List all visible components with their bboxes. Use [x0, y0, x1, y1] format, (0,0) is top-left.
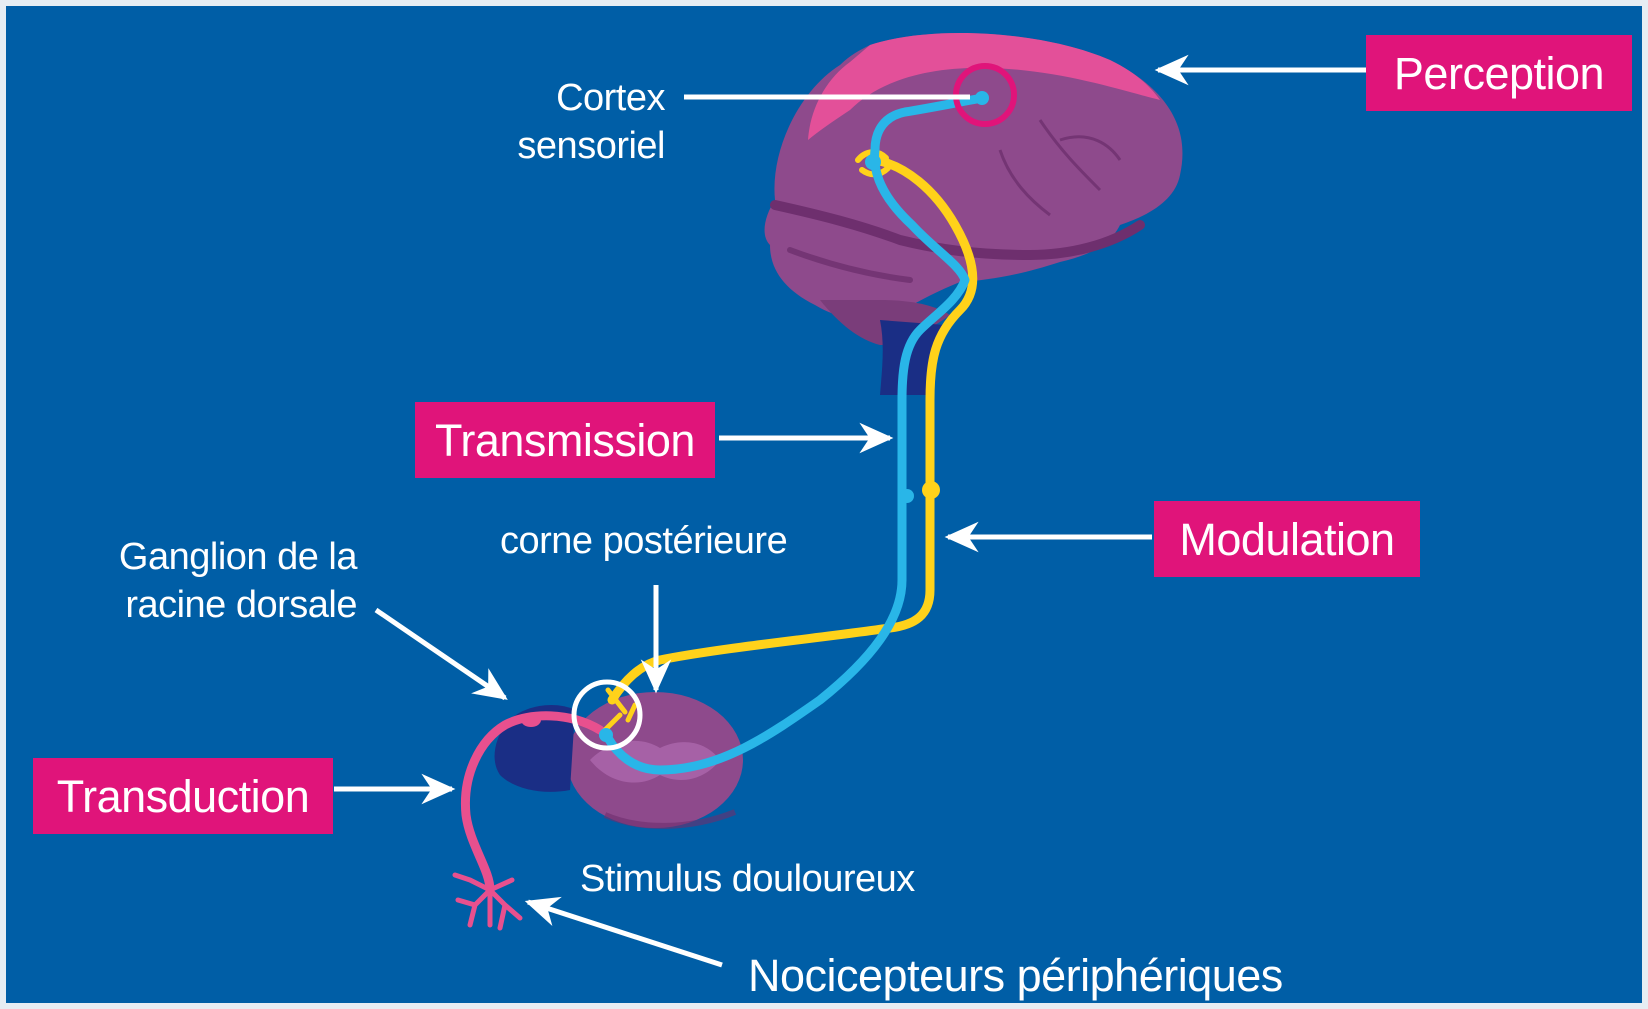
cortex-label-line1: Cortex — [470, 74, 665, 122]
modulation-label: Modulation — [1179, 517, 1394, 562]
perception-tag: Perception — [1366, 35, 1632, 111]
ganglion-label-line1: Ganglion de la — [70, 533, 357, 581]
corne-posterieure-label: corne postérieure — [500, 517, 787, 565]
nociceptor-arrow — [528, 902, 722, 965]
modulation-tag: Modulation — [1154, 501, 1420, 577]
ganglion-label-line2: racine dorsale — [70, 581, 357, 629]
ascending-synapse-dot — [900, 489, 914, 503]
transmission-tag: Transmission — [415, 402, 715, 478]
descending-synapse-dot — [922, 481, 940, 499]
stimulus-label: Stimulus douloureux — [580, 855, 915, 903]
transmission-label: Transmission — [435, 418, 695, 463]
cortex-label: Cortex sensoriel — [470, 74, 665, 170]
transduction-tag: Transduction — [33, 758, 333, 834]
ganglion-label: Ganglion de la racine dorsale — [70, 533, 357, 629]
nocicepteurs-label: Nocicepteurs périphériques — [748, 950, 1283, 1002]
dorsal-horn-synapse-dot — [599, 728, 613, 742]
ganglion-arrow — [376, 610, 505, 698]
cortex-label-line2: sensoriel — [470, 122, 665, 170]
brain — [765, 33, 1183, 395]
transduction-label: Transduction — [57, 774, 309, 819]
perception-label: Perception — [1394, 51, 1604, 96]
